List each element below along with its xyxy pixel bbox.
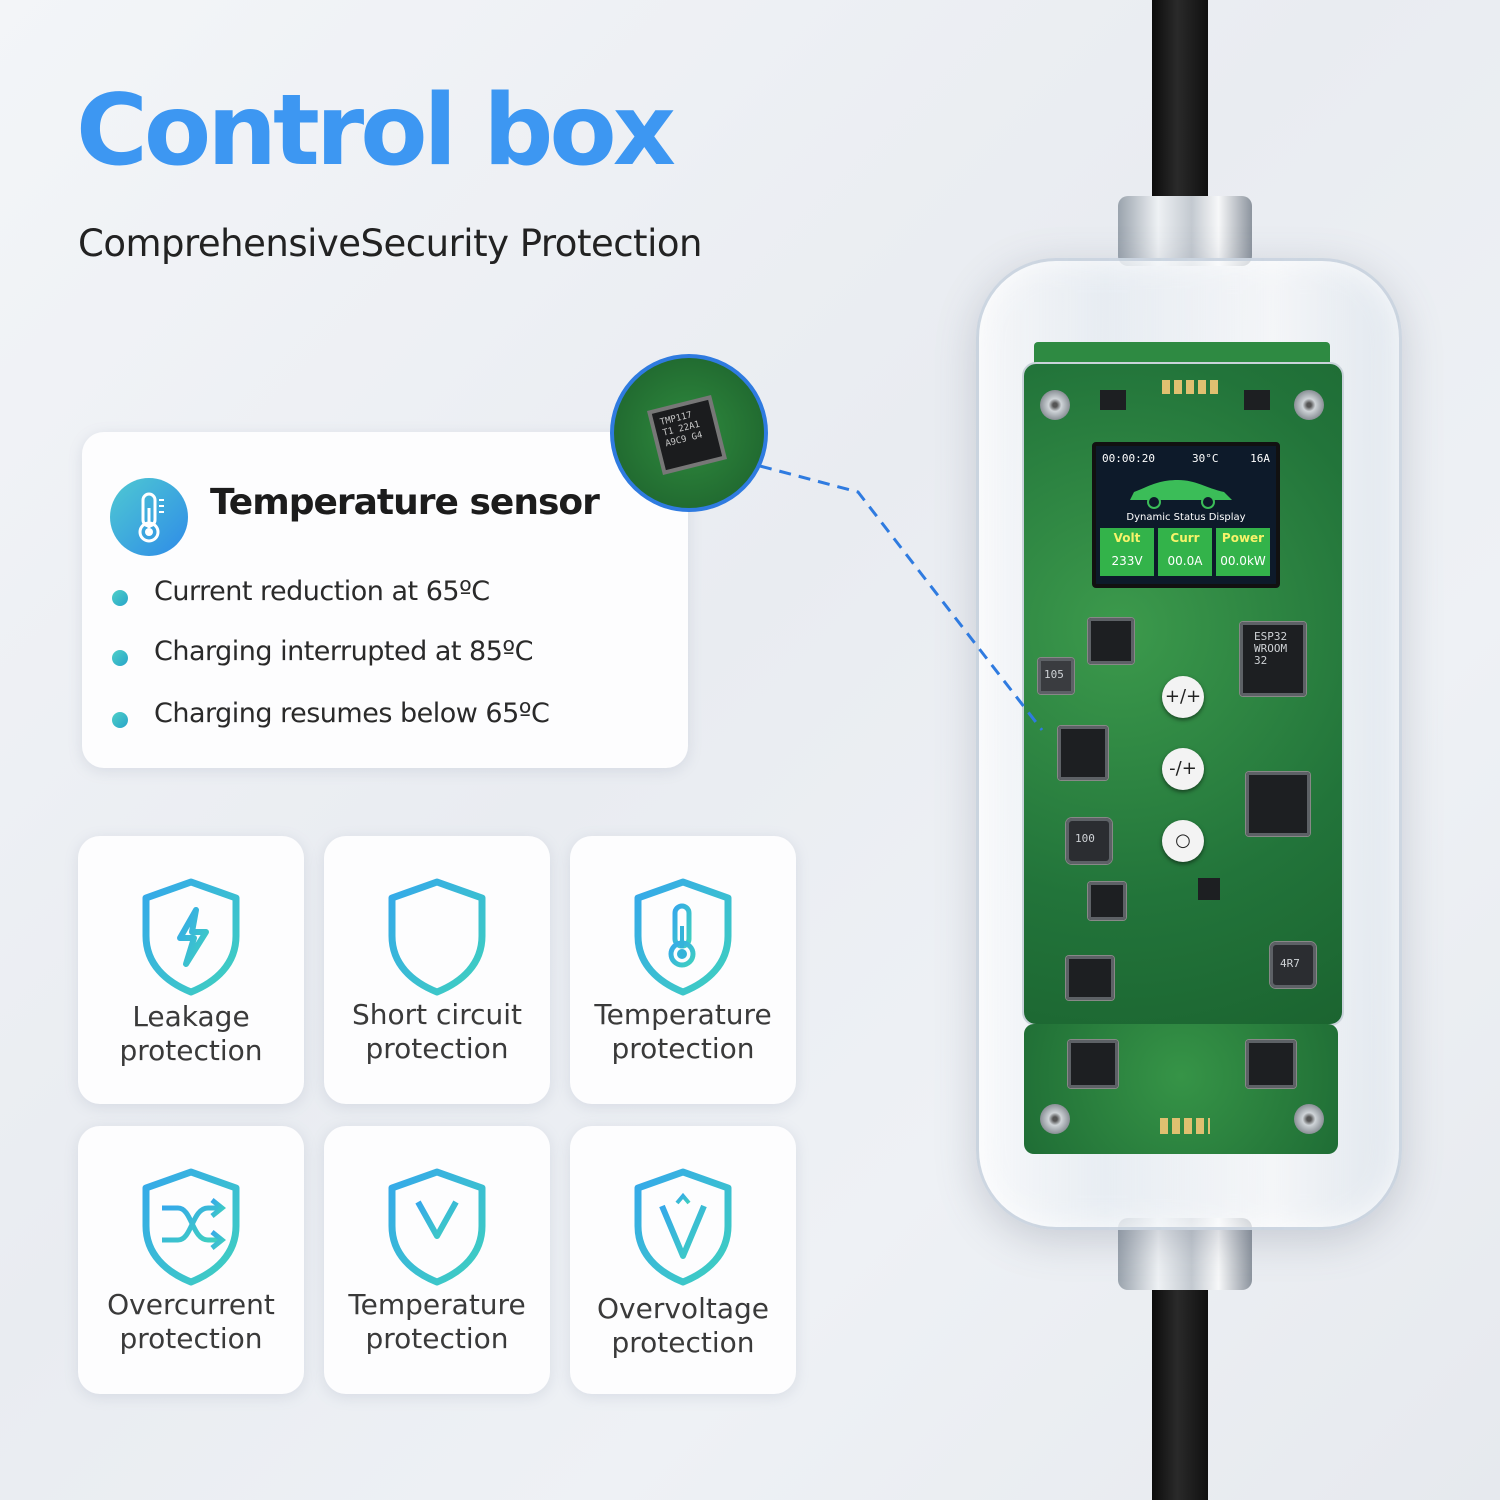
feature-label: protection xyxy=(119,1034,263,1067)
feature-label: Temperature xyxy=(348,1288,526,1321)
feature-label: protection xyxy=(119,1322,263,1355)
component xyxy=(1198,878,1220,900)
feature-tile-overvoltage: Overvoltage protection xyxy=(570,1126,796,1394)
minus-button[interactable]: -/+ xyxy=(1162,748,1204,790)
feature-label: protection xyxy=(611,1326,755,1359)
status-display: 00:00:20 30°C 16A Dynamic Status Display… xyxy=(1092,442,1280,588)
wifi-module: ESP32 WROOM 32 xyxy=(1240,622,1306,696)
temperature-sensor-card: Temperature sensor Current reduction at … xyxy=(82,432,688,768)
cable-gland-bottom xyxy=(1118,1218,1252,1290)
bullet-dot-icon xyxy=(112,712,128,728)
plus-button[interactable]: +/+ xyxy=(1162,676,1204,718)
sensor-zoom-callout: TMP117 T1 22A1 A9C9 G4 xyxy=(610,354,768,512)
cable-bottom xyxy=(1152,1280,1208,1500)
chip-marking: WROOM xyxy=(1254,642,1288,655)
card-title: Temperature sensor xyxy=(210,482,600,523)
bullet-dot-icon xyxy=(112,650,128,666)
component xyxy=(1100,390,1126,410)
chip xyxy=(1088,882,1126,920)
shuffle-shield-icon xyxy=(142,1168,240,1286)
feature-tile-overcurrent: Overcurrent protection xyxy=(78,1126,304,1394)
feature-tile-leakage: Leakage protection xyxy=(78,836,304,1104)
thermometer-icon xyxy=(110,478,188,556)
page-subtitle: ComprehensiveSecurity Protection xyxy=(78,222,702,265)
lcd-cell-power: Power 00.0kW xyxy=(1216,528,1270,576)
undervoltage-shield-icon xyxy=(388,1168,486,1286)
inductor: 4R7 xyxy=(1270,942,1316,988)
lcd-status-row: 00:00:20 30°C 16A xyxy=(1102,452,1270,465)
screw-icon xyxy=(1040,390,1070,420)
lcd-cell-curr: Curr 00.0A xyxy=(1158,528,1212,576)
chip xyxy=(1058,726,1108,780)
thermometer-shield-icon xyxy=(634,878,732,996)
screw-icon xyxy=(1040,1104,1070,1134)
chip-marking: 105 xyxy=(1044,668,1064,681)
feature-label: Leakage xyxy=(132,1000,250,1033)
lcd-cell-label: Power xyxy=(1221,531,1265,545)
chip xyxy=(1246,772,1310,836)
feature-label: Short circuit xyxy=(351,998,522,1031)
feature-label: Overvoltage xyxy=(597,1292,769,1325)
lcd-time: 00:00:20 xyxy=(1102,452,1155,465)
chip xyxy=(1066,956,1114,1000)
chip-marking: 100 xyxy=(1075,832,1095,845)
power-button[interactable]: ○ xyxy=(1162,820,1204,862)
page-title: Control box xyxy=(76,74,676,188)
inductor: 100 xyxy=(1066,818,1112,864)
bullet-text: Charging interrupted at 85ºC xyxy=(154,636,533,667)
lcd-cell-value: 233V xyxy=(1111,554,1143,568)
feature-label: protection xyxy=(365,1322,509,1355)
feature-tile-temperature: Temperature protection xyxy=(570,836,796,1104)
bullet-dot-icon xyxy=(112,590,128,606)
chip xyxy=(1068,1040,1118,1088)
feature-tile-undervoltage: Temperature protection xyxy=(324,1126,550,1394)
lcd-cell-volt: Volt 233V xyxy=(1100,528,1154,576)
circuit-shield-icon xyxy=(388,878,486,996)
feature-label: protection xyxy=(365,1032,509,1065)
bullet-text: Current reduction at 65ºC xyxy=(154,576,490,607)
chip-marking: ESP32 xyxy=(1254,630,1288,643)
lcd-caption: Dynamic Status Display xyxy=(1126,512,1246,523)
overvoltage-shield-icon xyxy=(634,1168,732,1286)
lcd-cell-label: Curr xyxy=(1170,531,1200,545)
feature-label: Temperature xyxy=(594,998,772,1031)
lcd-cell-value: 00.0A xyxy=(1167,554,1203,568)
lcd-cell-label: Volt xyxy=(1113,531,1141,545)
feature-label: Overcurrent xyxy=(107,1288,275,1321)
pin-header xyxy=(1160,1118,1210,1134)
chip-marking: 4R7 xyxy=(1280,957,1300,970)
lcd-temp: 30°C xyxy=(1192,452,1219,465)
bullet-text: Charging resumes below 65ºC xyxy=(154,698,550,729)
cable-gland-top xyxy=(1118,196,1252,266)
lcd-current-limit: 16A xyxy=(1250,452,1270,465)
car-icon xyxy=(1130,480,1232,509)
screw-icon xyxy=(1294,390,1324,420)
chip xyxy=(1088,618,1134,664)
chip-marking: 32 xyxy=(1254,654,1268,667)
cable-top xyxy=(1152,0,1208,210)
screw-icon xyxy=(1294,1104,1324,1134)
feature-label: protection xyxy=(611,1032,755,1065)
lightning-shield-icon xyxy=(142,878,240,996)
component xyxy=(1244,390,1270,410)
chip xyxy=(1246,1040,1296,1088)
lcd-cell-value: 00.0kW xyxy=(1220,554,1266,568)
resistor: 105 xyxy=(1038,658,1074,694)
feature-tile-short-circuit: Short circuit protection xyxy=(324,836,550,1104)
pin-header xyxy=(1162,380,1222,394)
